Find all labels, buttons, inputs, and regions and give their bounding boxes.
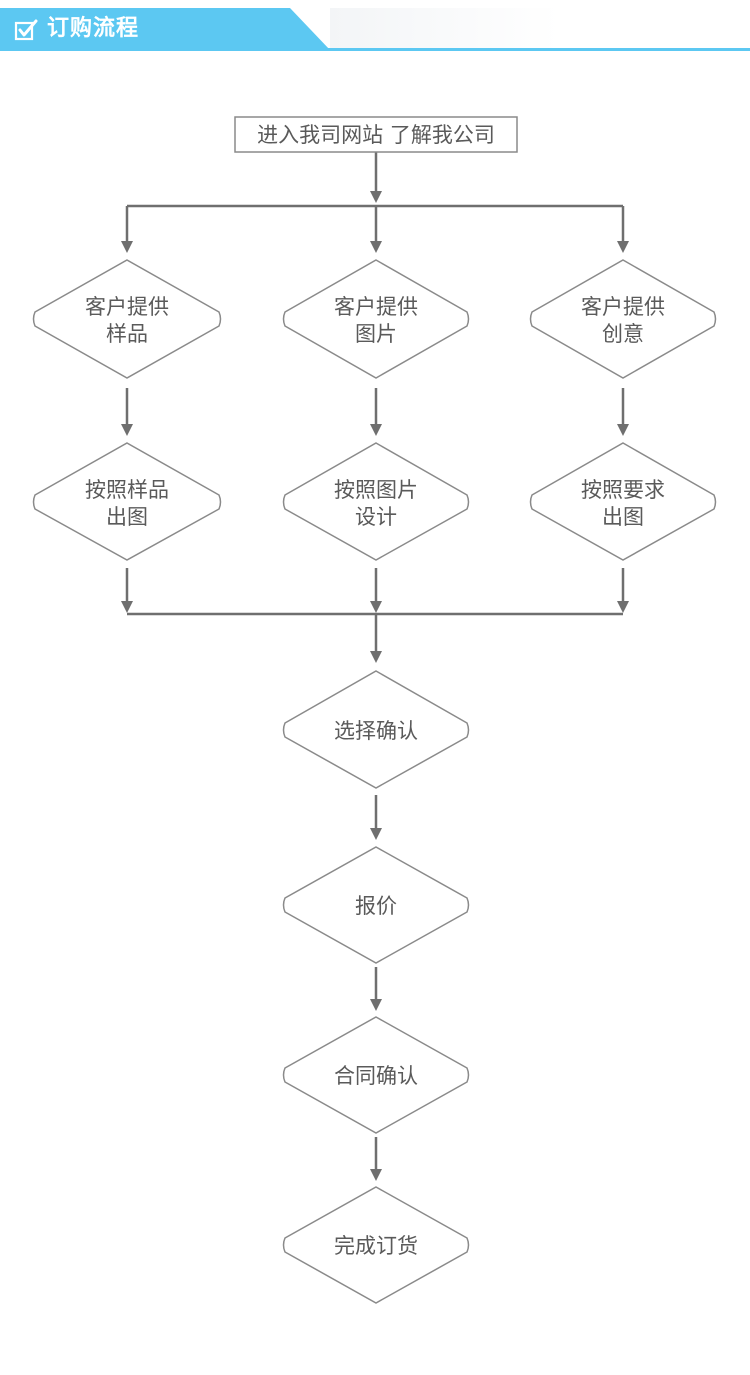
step-node-quote: 报价 bbox=[282, 846, 470, 964]
header-tab bbox=[0, 8, 330, 50]
header-underline bbox=[0, 48, 750, 51]
step-label: 合同确认 bbox=[334, 1064, 418, 1088]
diamond-shape bbox=[282, 670, 470, 789]
diamond-shape bbox=[282, 1186, 470, 1304]
section-header: 订购流程 bbox=[0, 0, 750, 60]
provide-label-line1: 客户提供 bbox=[334, 295, 418, 319]
step-node-order-complete: 完成订货 bbox=[282, 1186, 470, 1304]
step-label: 完成订货 bbox=[334, 1234, 418, 1258]
process-label-line2: 出图 bbox=[602, 505, 644, 529]
process-label-line2: 设计 bbox=[355, 505, 397, 529]
process-label-line1: 按照要求 bbox=[581, 478, 665, 502]
checkbox-icon bbox=[14, 19, 38, 41]
diamond-shape bbox=[282, 442, 470, 561]
header-fade bbox=[330, 8, 560, 48]
provide-label-line2: 样品 bbox=[106, 322, 148, 346]
diamond-shape bbox=[282, 1016, 470, 1134]
step-label: 报价 bbox=[355, 894, 397, 918]
step-label: 选择确认 bbox=[334, 719, 418, 743]
diamond-shape bbox=[32, 442, 222, 561]
diamond-shape bbox=[282, 259, 470, 379]
process-node-requirements: 按照要求 出图 bbox=[529, 442, 717, 561]
provide-node-images: 客户提供 图片 bbox=[282, 259, 470, 379]
process-label-line1: 按照图片 bbox=[334, 478, 418, 502]
provide-node-samples: 客户提供 样品 bbox=[32, 259, 222, 379]
section-title: 订购流程 bbox=[47, 16, 140, 41]
process-node-samples: 按照样品 出图 bbox=[32, 442, 222, 561]
provide-label-line2: 创意 bbox=[602, 322, 644, 346]
start-label: 进入我司网站 了解我公司 bbox=[257, 123, 495, 147]
step-node-confirm-selection: 选择确认 bbox=[282, 670, 470, 789]
start-node: 进入我司网站 了解我公司 bbox=[234, 116, 518, 153]
provide-node-ideas: 客户提供 创意 bbox=[529, 259, 717, 379]
flow-connectors bbox=[121, 152, 629, 1181]
diamond-shape bbox=[32, 259, 222, 379]
provide-label-line1: 客户提供 bbox=[581, 295, 665, 319]
provide-label-line2: 图片 bbox=[355, 322, 397, 346]
diamond-shape bbox=[282, 846, 470, 964]
process-node-images: 按照图片 设计 bbox=[282, 442, 470, 561]
diamond-shape bbox=[529, 259, 717, 379]
process-label-line2: 出图 bbox=[106, 505, 148, 529]
step-node-contract-confirm: 合同确认 bbox=[282, 1016, 470, 1134]
diamond-shape bbox=[529, 442, 717, 561]
start-box bbox=[234, 116, 518, 153]
process-label-line1: 按照样品 bbox=[85, 478, 169, 502]
provide-label-line1: 客户提供 bbox=[85, 295, 169, 319]
